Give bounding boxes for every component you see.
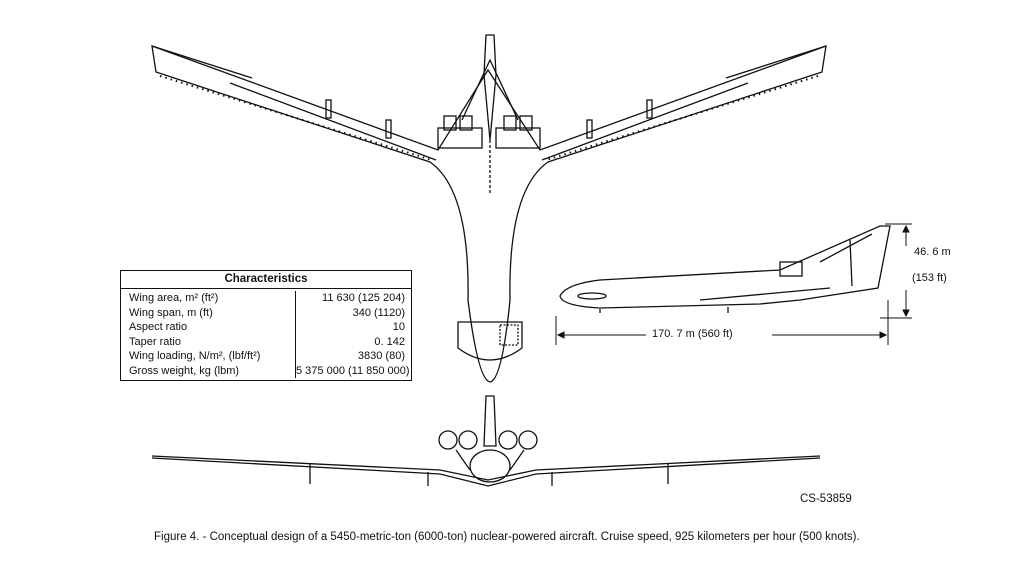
tail-rib-2 [849,239,853,287]
right-engine-pod [495,127,541,149]
left-wing-edge-line [151,45,253,79]
front-struts [455,449,525,471]
row-label: Wing loading, N/m², (lbf/ft²) [121,349,296,364]
front-engine-4 [518,430,538,450]
front-view [151,395,821,487]
row-label: Taper ratio [121,334,296,349]
side-wing-line [699,287,831,301]
top-view [151,34,827,383]
table-row: Gross weight, kg (lbm)5 375 000 (11 850 … [121,363,411,378]
left-engine-pod [437,127,483,149]
left-engine-2 [459,115,473,131]
table-title: Characteristics [121,271,411,289]
top-view-outline [151,45,827,383]
nose-section [457,321,523,361]
left-flap-line [229,82,437,161]
height-imperial-label: (153 ft) [912,272,947,284]
characteristics-table: Characteristics Wing area, m² (ft²) 11 63… [120,270,412,381]
row-value: 11 630 (125 204) [322,292,405,304]
row-value: 10 [392,321,405,333]
height-metric-label: 46. 6 m [914,246,951,258]
right-engine-1 [503,115,517,131]
front-fuselage [469,449,511,483]
right-fence-1 [646,99,653,119]
row-label: Wing area, m² (ft²) [121,291,296,306]
front-engine-2 [458,430,478,450]
row-value: 3830 (80) [357,350,405,362]
figure-code: CS-53859 [800,493,852,505]
row-label: Aspect ratio [121,320,296,335]
side-window [577,292,607,300]
front-engine-1 [438,430,458,450]
side-fuselage [559,225,891,309]
length-label: 170. 7 m (560 ft) [652,328,733,340]
left-fence-1 [325,99,332,119]
side-engine [779,261,803,277]
row-value: 5 375 000 (11 850 000) [296,364,410,377]
trailing-edge-dots [159,75,819,161]
left-fence-2 [385,119,392,139]
table-row: Aspect ratio 10 [121,320,411,335]
right-fence-2 [586,119,593,139]
row-label: Gross weight, kg (lbm) [121,363,296,378]
front-engine-3 [498,430,518,450]
dimension-lines [555,223,912,345]
vertical-tail [483,34,497,141]
table-body: Wing area, m² (ft²)11 630 (125 204)Wing … [121,289,411,380]
front-wing-lower [151,457,821,487]
tail-rib-1 [819,233,873,263]
right-flap-line [541,82,749,161]
cockpit-grid [499,324,519,346]
figure-caption: Figure 4. - Conceptual design of a 5450-… [154,531,860,543]
row-value: 0. 142 [374,335,405,348]
right-wing-edge-line [725,45,827,79]
tail-struts [461,58,519,121]
table-row: Taper ratio 0. 142 [121,334,411,349]
table-row: Wing area, m² (ft²) 11 630 (125 204) [121,291,411,306]
row-label: Wing span, m (ft) [121,305,296,320]
right-engine-2 [519,115,533,131]
side-view [559,225,891,313]
left-engine-1 [443,115,457,131]
row-value: 340 (1120) [352,306,405,319]
front-tail [483,395,497,447]
table-row: Wing loading, N/m², (lbf/ft²) 3830 (80) [121,349,411,364]
table-row: Wing span, m (ft) 340 (1120) [121,305,411,320]
front-wing-upper [151,455,821,481]
